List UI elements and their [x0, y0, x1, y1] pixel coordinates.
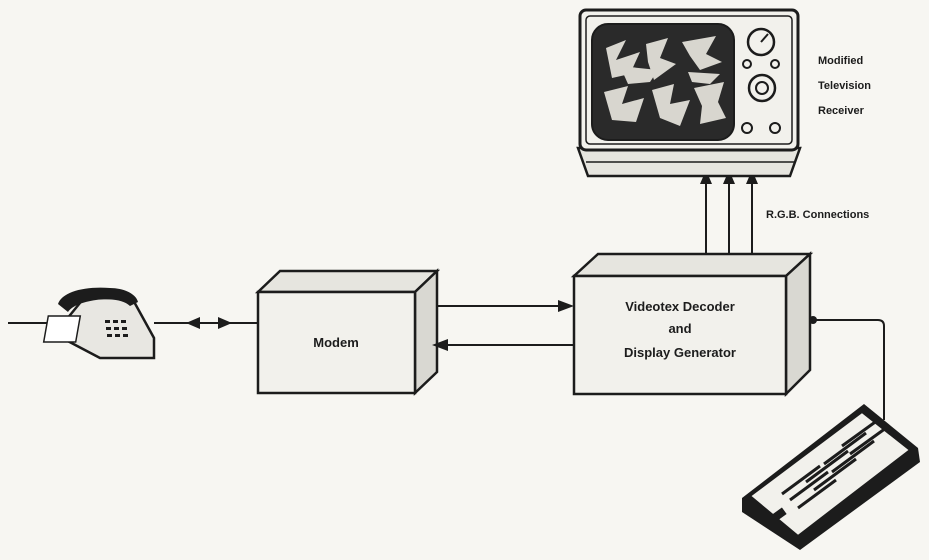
modem-decoder-links: [432, 300, 574, 351]
rgb-label: R.G.B. Connections: [766, 209, 869, 221]
modem-box: [258, 271, 437, 393]
phone-modem-link: [154, 317, 258, 329]
decoder-label-line2: and: [668, 321, 691, 336]
modem-label: Modem: [313, 335, 359, 350]
keypad-icon: [742, 404, 920, 550]
tv-label-line2: Television: [818, 80, 871, 92]
rgb-connections: [700, 170, 758, 254]
tv-label-line3: Receiver: [818, 105, 865, 117]
tv-label-line1: Modified: [818, 55, 863, 67]
telephone-icon: [8, 288, 154, 358]
television-icon: [578, 10, 800, 176]
keypad-cable: [809, 316, 884, 420]
decoder-box: [574, 254, 810, 394]
decoder-label-line3: Display Generator: [624, 345, 736, 360]
decoder-label-line1: Videotex Decoder: [625, 299, 735, 314]
